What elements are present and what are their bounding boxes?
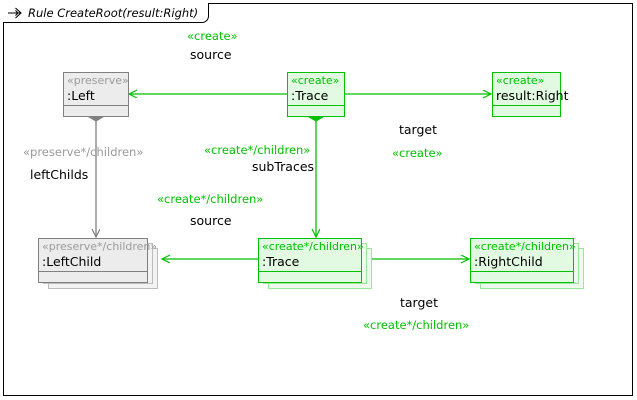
node-right-child-stereotype: «create*/children»: [474, 240, 576, 253]
node-right-child-box: «create*/children» :RightChild: [470, 238, 576, 283]
node-trace-bottom-stereotype: «create*/children»: [262, 240, 364, 253]
edge-label-trace-top-source-stereotype: «create»: [187, 29, 238, 43]
edge-label-leftchilds-stereotype: «preserve*/children»: [23, 145, 144, 159]
rule-arrow-icon: [8, 7, 22, 18]
edge-label-trace-top-target-role: target: [399, 122, 438, 137]
node-result-right-compartment: [493, 105, 560, 116]
edge-label-trace-bottom-source-role: source: [190, 213, 232, 228]
node-result-right[interactable]: «create» result:Right: [492, 72, 569, 117]
node-left-child-name: :LeftChild: [42, 254, 102, 269]
edge-label-trace-bottom-source-stereotype: «create*/children»: [157, 192, 264, 206]
edge-label-subtraces-role: subTraces: [252, 159, 315, 174]
edge-label-trace-bottom-target-stereotype: «create*/children»: [363, 318, 470, 332]
edge-label-leftchilds-role: leftChilds: [30, 167, 89, 182]
node-trace-top[interactable]: «create» :Trace: [287, 72, 345, 117]
node-right-child-compartment: [471, 271, 573, 282]
edge-label-trace-top-target-stereotype: «create»: [392, 146, 443, 160]
node-left-child-stereotype: «preserve*/children»: [42, 240, 158, 253]
node-result-right-box: «create» result:Right: [492, 72, 569, 117]
node-trace-bottom-name: :Trace: [262, 254, 300, 269]
node-result-right-name: result:Right: [496, 88, 569, 103]
page-title: Rule CreateRoot(result:Right): [28, 5, 199, 20]
node-trace-top-stereotype: «create»: [291, 74, 340, 87]
node-trace-bottom-compartment: [259, 271, 361, 282]
node-trace-top-compartment: [288, 105, 344, 116]
node-trace-top-name: :Trace: [291, 88, 329, 103]
edge-label-trace-bottom-target-role: target: [400, 295, 439, 310]
frame-title-bar: Rule CreateRoot(result:Right): [3, 3, 210, 23]
node-right-child[interactable]: «create*/children» :RightChild: [470, 238, 584, 289]
edge-label-trace-top-source-role: source: [190, 47, 232, 62]
node-left[interactable]: «preserve» :Left: [63, 72, 129, 117]
node-left-box: «preserve» :Left: [63, 72, 129, 117]
node-left-child-compartment: [39, 271, 147, 282]
node-left-child[interactable]: «preserve*/children» :LeftChild: [38, 238, 158, 289]
node-left-name: :Left: [67, 88, 95, 103]
node-result-right-stereotype: «create»: [496, 74, 545, 87]
edge-label-subtraces-stereotype: «create*/children»: [204, 143, 311, 157]
node-left-child-box: «preserve*/children» :LeftChild: [38, 238, 158, 283]
node-left-compartment: [64, 105, 128, 116]
node-trace-bottom-box: «create*/children» :Trace: [258, 238, 364, 283]
node-trace-top-box: «create» :Trace: [287, 72, 345, 117]
node-trace-bottom[interactable]: «create*/children» :Trace: [258, 238, 372, 289]
diagram-frame: [3, 3, 633, 396]
node-left-stereotype: «preserve»: [67, 74, 129, 87]
node-right-child-name: :RightChild: [474, 254, 543, 269]
